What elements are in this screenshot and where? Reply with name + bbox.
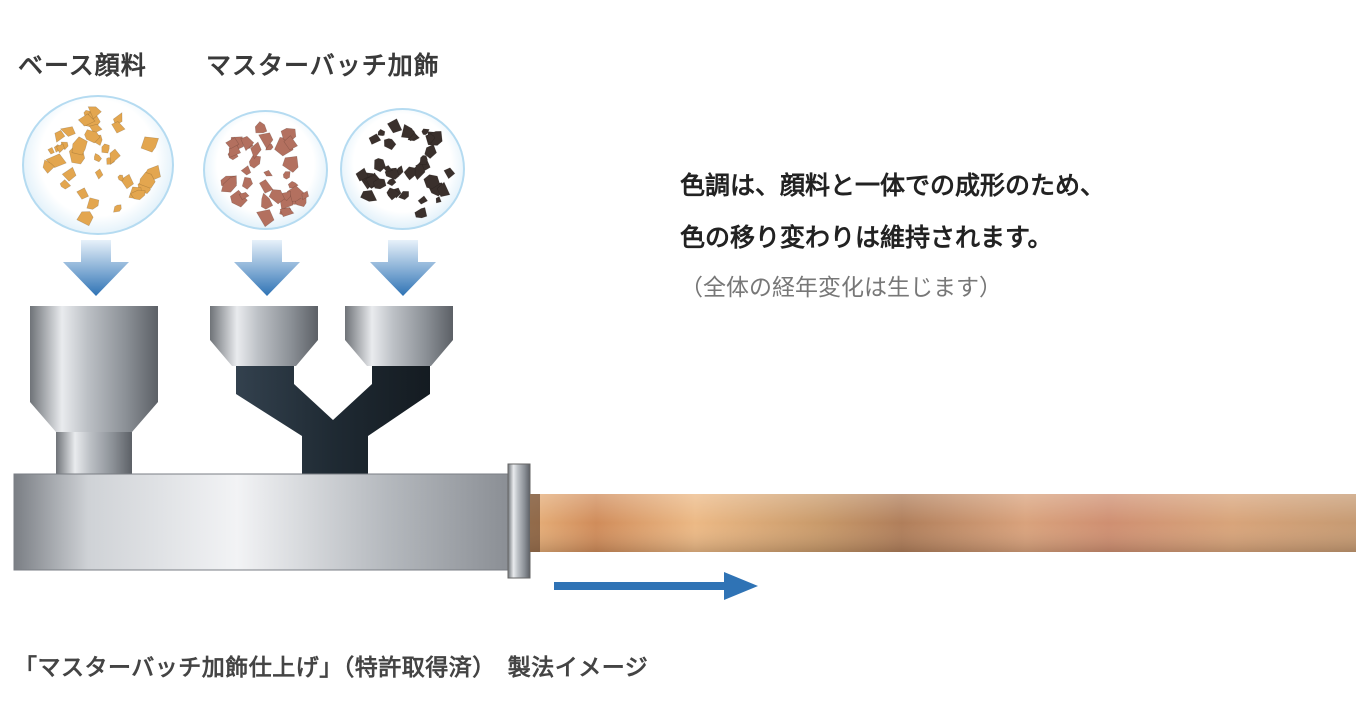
pigment-particle [254, 121, 268, 134]
pigment-particle [130, 189, 146, 201]
pigment-particle [301, 190, 310, 201]
description-line-2: 色の移り変わりは維持されます。 [680, 223, 1053, 252]
mb-hopper-2-top [345, 306, 453, 340]
pigment-particle [426, 133, 436, 144]
label-masterbatch: マスターバッチ加飾 [206, 51, 440, 80]
pigment-particle [88, 123, 103, 134]
description-note: （全体の経年変化は生じます） [680, 275, 1002, 301]
pigment-particle [435, 195, 442, 204]
pigment-particle [101, 143, 110, 154]
pigment-particle [76, 187, 90, 200]
pigment-particle [84, 129, 101, 144]
pigment-particle [397, 190, 409, 201]
pigment-particle [423, 174, 441, 190]
base-hopper-neck [56, 432, 132, 474]
pigment-particle [414, 207, 428, 219]
pigment-particle [377, 128, 386, 137]
pigment-particle [421, 128, 430, 136]
pigment-particle [54, 129, 66, 143]
pigment-particle [238, 191, 250, 201]
pigment-particle [111, 121, 126, 134]
pigment-particle [359, 189, 378, 202]
masterbatch-particles-1 [220, 121, 310, 228]
masterbatch-particles-2 [355, 118, 456, 219]
pigment-particle [382, 165, 393, 172]
extruder-barrel [13, 473, 511, 571]
pigment-particle [403, 166, 416, 181]
pigment-particle [109, 148, 121, 166]
pigment-particle [139, 171, 156, 189]
pigment-particle [59, 126, 76, 137]
pigment-particle [279, 207, 295, 218]
pigment-particle [94, 152, 102, 163]
pigment-particle [365, 174, 383, 189]
pigment-particle [283, 135, 299, 151]
pigment-particle [87, 106, 102, 120]
pigment-particle [55, 143, 65, 154]
pigment-particle [424, 143, 437, 159]
pigment-particle [417, 195, 429, 205]
pigment-particle [59, 179, 72, 190]
pigment-particle [436, 181, 451, 198]
pigment-particle [250, 141, 262, 160]
pigment-particle [76, 211, 94, 227]
pigment-particle [77, 113, 96, 127]
pigment-particle [248, 155, 262, 169]
down-arrow-icon [63, 240, 129, 296]
base-pigment-particles [42, 106, 161, 227]
pigment-particle [400, 123, 415, 139]
y-pipe [236, 366, 430, 474]
pigment-particle [263, 169, 273, 177]
pigment-particle [443, 167, 456, 180]
pigment-particle [368, 133, 382, 145]
pigment-particle [117, 174, 124, 182]
down-arrow-icon [234, 240, 300, 296]
base-pigment-bowl [22, 95, 174, 235]
mb-hopper-1-top [210, 306, 318, 340]
label-base-pigment: ベース顔料 [18, 51, 147, 80]
pigment-particle [94, 168, 104, 180]
pigment-particle [282, 171, 291, 180]
pigment-particle [373, 178, 387, 190]
base-hopper-top [30, 306, 158, 402]
pigment-particle [240, 135, 255, 152]
right-arrow-icon [554, 572, 758, 600]
pigment-particle [260, 192, 274, 210]
masterbatch-bowl-2 [340, 108, 465, 230]
down-arrow-icon [370, 240, 436, 296]
pigment-particle [225, 137, 240, 149]
pigment-particle [287, 185, 307, 202]
pigment-particle [282, 155, 299, 173]
caption: 「マスターバッチ加飾仕上げ」（特許取得済） 製法イメージ [14, 655, 649, 681]
pigment-particle [386, 187, 401, 201]
pigment-particle [220, 175, 237, 193]
pigment-particle [240, 165, 252, 176]
pigment-particle [386, 118, 403, 134]
pigment-particle [61, 166, 77, 182]
pigment-particle [258, 132, 274, 150]
description-line-1: 色調は、顔料と一体での成形のため、 [680, 171, 1106, 200]
pigment-particle [71, 136, 88, 156]
pigment-particle [268, 189, 285, 205]
pigment-particle [383, 138, 397, 151]
extruder-flange [507, 463, 531, 579]
pigment-particle [241, 176, 254, 190]
pigment-particle [140, 136, 160, 153]
mb-hopper-1-funnel [210, 340, 318, 366]
masterbatch-bowl-1 [203, 110, 328, 230]
pigment-particle [355, 167, 369, 182]
pigment-particle [419, 155, 428, 166]
pigment-particle [258, 179, 274, 194]
mb-hopper-2-funnel [345, 340, 453, 366]
pigment-particle [373, 157, 386, 173]
pigment-particle [256, 209, 275, 228]
pigment-particle [113, 204, 122, 213]
pigment-particle [86, 197, 100, 210]
pigment-particle [42, 159, 55, 174]
pigment-particle [47, 146, 55, 155]
base-hopper-funnel [30, 402, 158, 432]
